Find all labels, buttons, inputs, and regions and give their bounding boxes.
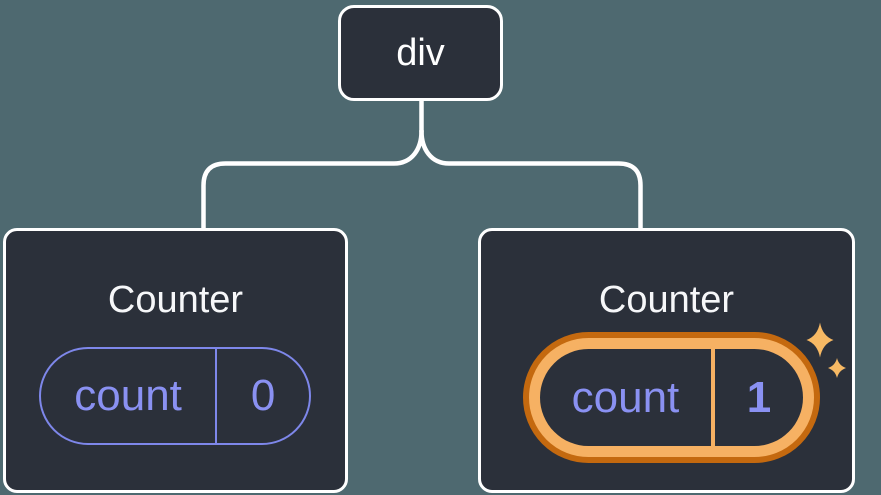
pill-divider [710, 349, 715, 446]
sparkles-icon [806, 322, 846, 378]
state-key-label: count [571, 372, 680, 422]
state-pill: count 0 [39, 347, 311, 445]
state-pill-highlight-ring: count 1 [523, 332, 820, 463]
state-value: 0 [250, 371, 276, 420]
state-pill: count 1 [540, 349, 803, 446]
pill-divider [215, 349, 218, 443]
counter-card-right: Counter count 1 [478, 228, 855, 493]
counter-card-left: Counter count 0 [3, 228, 348, 493]
state-key-label: count [74, 371, 182, 420]
state-value: 1 [746, 372, 772, 422]
component-title: Counter [598, 279, 735, 321]
component-title: Counter [107, 279, 244, 321]
root-node-label: div [396, 31, 445, 74]
tree-node-root: div [338, 5, 503, 101]
